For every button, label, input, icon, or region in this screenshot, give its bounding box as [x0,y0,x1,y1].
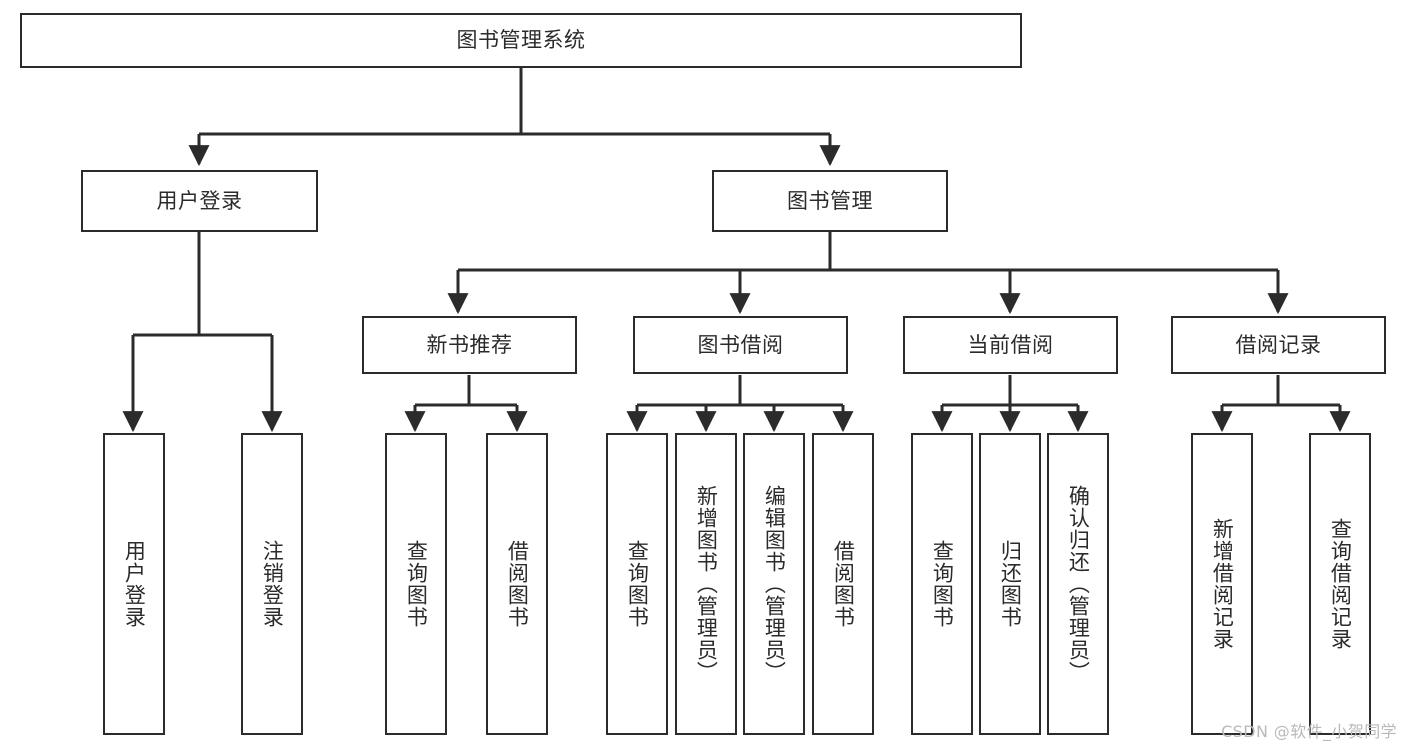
node-leaf-edit-book-admin[interactable]: 编辑图书（管理员） [743,433,805,735]
node-leaf-user-login-label: 用户登录 [122,540,147,628]
node-leaf-add-borrow-record-label: 新增借阅记录 [1210,518,1235,650]
node-leaf-query-book-current-label: 查询图书 [930,540,955,628]
node-leaf-query-book-borrow-label: 查询图书 [625,540,650,628]
node-root-label: 图书管理系统 [456,28,586,53]
node-book-borrow-label: 图书借阅 [697,332,784,357]
node-leaf-borrow-book-recommend[interactable]: 借阅图书 [486,433,548,735]
node-leaf-confirm-return-admin-label: 确认归还（管理员） [1066,485,1091,683]
node-new-book-recommend[interactable]: 新书推荐 [362,316,577,374]
node-leaf-query-book-current[interactable]: 查询图书 [911,433,973,735]
csdn-watermark: CSDN @软件_小贺同学 [1221,722,1397,741]
node-book-management-label: 图书管理 [787,188,873,213]
node-leaf-query-borrow-record-label: 查询借阅记录 [1328,518,1353,650]
node-leaf-query-borrow-record[interactable]: 查询借阅记录 [1309,433,1371,735]
node-leaf-confirm-return-admin[interactable]: 确认归还（管理员） [1047,433,1109,735]
node-leaf-user-login[interactable]: 用户登录 [103,433,165,735]
node-leaf-borrow-book-recommend-label: 借阅图书 [505,540,530,628]
node-current-borrow[interactable]: 当前借阅 [903,316,1118,374]
node-current-borrow-label: 当前借阅 [967,332,1054,357]
node-user-login-label: 用户登录 [156,188,243,213]
node-leaf-return-book-label: 归还图书 [998,540,1023,628]
node-leaf-logout-label: 注销登录 [260,540,285,628]
node-leaf-borrow-book[interactable]: 借阅图书 [812,433,874,735]
node-leaf-edit-book-admin-label: 编辑图书（管理员） [762,485,787,683]
node-user-login[interactable]: 用户登录 [81,170,318,232]
node-root[interactable]: 图书管理系统 [20,13,1022,68]
node-leaf-add-book-admin[interactable]: 新增图书（管理员） [675,433,737,735]
node-book-borrow[interactable]: 图书借阅 [633,316,848,374]
node-leaf-query-book-borrow[interactable]: 查询图书 [606,433,668,735]
node-book-management[interactable]: 图书管理 [712,170,948,232]
node-leaf-add-borrow-record[interactable]: 新增借阅记录 [1191,433,1253,735]
node-leaf-return-book[interactable]: 归还图书 [979,433,1041,735]
node-leaf-query-book-recommend[interactable]: 查询图书 [385,433,447,735]
node-borrow-records[interactable]: 借阅记录 [1171,316,1386,374]
node-borrow-records-label: 借阅记录 [1235,332,1322,357]
node-leaf-logout[interactable]: 注销登录 [241,433,303,735]
node-new-book-recommend-label: 新书推荐 [426,332,513,357]
node-leaf-add-book-admin-label: 新增图书（管理员） [694,485,719,683]
node-leaf-borrow-book-label: 借阅图书 [831,540,856,628]
node-leaf-query-book-recommend-label: 查询图书 [404,540,429,628]
